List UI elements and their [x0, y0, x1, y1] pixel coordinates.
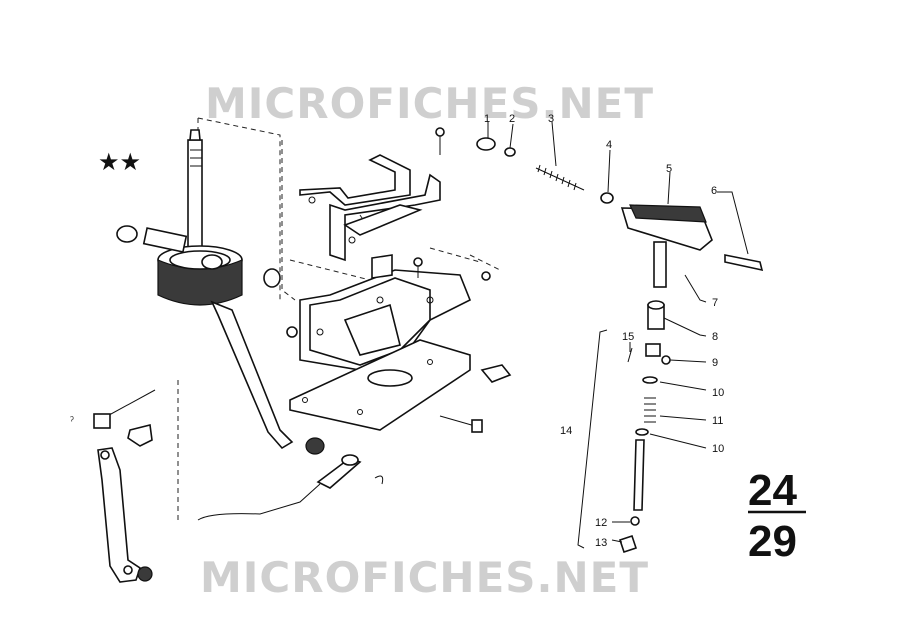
watermark-bottom: MICROFICHES.NET: [200, 553, 649, 602]
page-reference: 24 29: [748, 466, 806, 566]
callout-2: 2: [509, 113, 515, 125]
callout-6: 6: [711, 185, 717, 197]
bolt-icon: [413, 127, 512, 433]
callout-9: 9: [712, 357, 718, 369]
mounting-bracket-icon: [299, 154, 441, 262]
shift-rod: [197, 454, 384, 521]
callout-3: 3: [548, 113, 554, 125]
callout-8: 8: [712, 331, 718, 343]
shift-knob-handle: [600, 192, 764, 330]
leader-lines: [487, 121, 749, 543]
callout-5: 5: [666, 163, 672, 175]
page-ref-denominator: 29: [748, 517, 797, 566]
callout-12: 12: [595, 517, 607, 529]
callout-10b: 10: [712, 443, 724, 455]
callout-14: 14: [560, 425, 572, 437]
group-bracket-14: [577, 329, 608, 549]
watermark-top: MICROFICHES.NET: [205, 79, 654, 128]
callout-11: 11: [712, 415, 723, 427]
shift-housing-bracket: [299, 254, 472, 371]
base-plate: [289, 339, 471, 431]
stars-mark: ★★: [98, 148, 141, 176]
callout-7: 7: [712, 297, 718, 309]
plunger-assembly: [618, 343, 671, 554]
spring-icon: [535, 164, 585, 191]
callout-1: 1: [484, 113, 490, 125]
callout-15: 15: [622, 331, 634, 343]
callout-13: 13: [595, 537, 607, 549]
callout-10a: 10: [712, 387, 724, 399]
small-mark: ˀ: [70, 415, 74, 427]
bushing-pin-spring-set: [476, 137, 585, 191]
callout-4: 4: [606, 139, 612, 151]
page-ref-numerator: 24: [748, 466, 797, 515]
relay-lever: ˀ: [70, 389, 156, 583]
gear-shift-lever-icon: [116, 129, 325, 455]
